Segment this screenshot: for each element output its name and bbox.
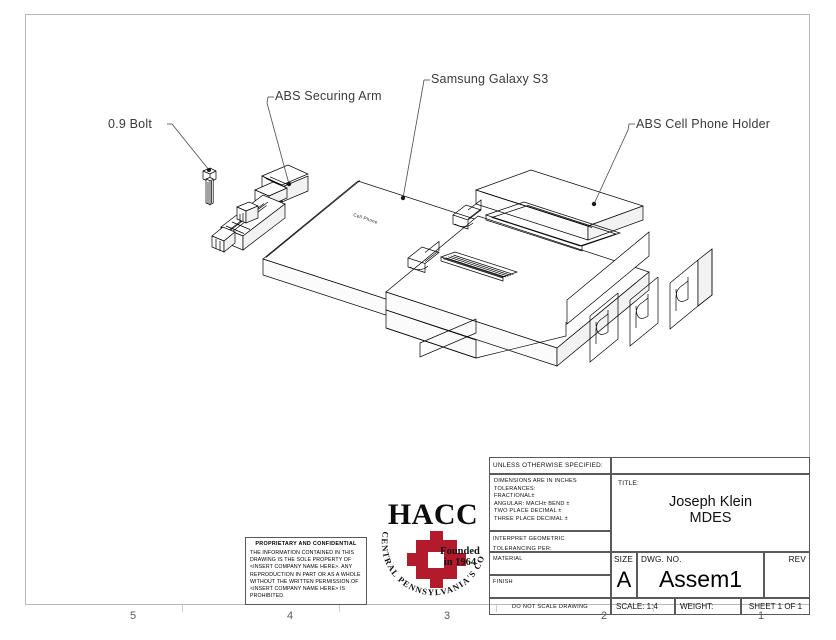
tb-dwgno-label: DWG. NO. (641, 555, 682, 564)
tb-dwgno-value: Assem1 (658, 566, 743, 592)
hacc-logo: CENTRAL PENNSYLVANIA'S COMMUNITY COLLEGE… (372, 482, 485, 597)
tb-tolerance-line-6: THREE PLACE DECIMAL ± (494, 515, 568, 522)
tb-finish-label: FINISH (493, 579, 513, 585)
tb-size-value: A (616, 567, 632, 592)
tb-tolerance-line-4: ANGULAR: MACH± BEND ± (494, 500, 570, 507)
tb-do-not-scale-label: DO NOT SCALE DRAWING (512, 603, 588, 610)
proprietary-heading: PROPRIETARY AND CONFIDENTIAL (255, 541, 357, 547)
tb-tolerance-line-5: TWO PLACE DECIMAL ± (494, 508, 562, 515)
zone-tick-3 (496, 605, 497, 612)
tb-sheet-cell: SHEET 1 OF 1 (741, 598, 810, 615)
tb-size-label: SIZE (614, 555, 633, 564)
tb-title-cell: TITLE: Joseph Klein MDES (611, 474, 810, 552)
zone-number-3: 3 (443, 610, 451, 622)
callout-label-holder: ABS Cell Phone Holder (636, 117, 771, 131)
tb-finish-cell: FINISH (489, 575, 611, 598)
proprietary-notice-block: PROPRIETARY AND CONFIDENTIAL THE INFORMA… (245, 537, 367, 605)
tb-title-line2: MDES (689, 510, 732, 526)
tb-weight-label: WEIGHT: (680, 602, 714, 611)
zone-number-5: 5 (129, 610, 137, 622)
zone-number-4: 4 (286, 610, 294, 622)
tb-interpret-line2: TOLERANCING PER: (493, 546, 552, 552)
title-block: UNLESS OTHERWISE SPECIFIED: DIMENSIONS A… (489, 457, 810, 615)
tb-unless-specified-label: UNLESS OTHERWISE SPECIFIED: (493, 462, 603, 469)
tb-material-label: MATERIAL (493, 556, 523, 562)
zone-tick-2 (339, 605, 340, 612)
drawing-border-frame (25, 14, 810, 605)
hacc-founded-line2: in 1964 (444, 557, 477, 568)
hacc-wordmark: HACC (388, 498, 478, 531)
tb-interpret-line1: INTERPRET GEOMETRIC (493, 536, 565, 542)
tb-material-value (490, 565, 610, 567)
callout-label-securing-arm: ABS Securing Arm (275, 89, 382, 103)
tb-title-line1: Joseph Klein (668, 494, 753, 510)
tb-tolerances-cell: DIMENSIONS ARE IN INCHES TOLERANCES: FRA… (489, 474, 611, 531)
tb-blank-top-cell (611, 457, 810, 474)
zone-tick-1 (182, 605, 183, 612)
tb-tolerance-line-2: TOLERANCES: (494, 485, 536, 492)
tb-do-not-scale-cell: DO NOT SCALE DRAWING (489, 598, 611, 615)
tb-tolerance-line-1: DIMENSIONS ARE IN INCHES (494, 478, 577, 484)
zone-number-1: 1 (757, 610, 765, 622)
tb-rev-cell: REV (764, 552, 810, 598)
tb-dwgno-cell: DWG. NO. Assem1 (637, 552, 764, 598)
tb-size-cell: SIZE A (611, 552, 637, 598)
tb-interpret-cell: INTERPRET GEOMETRIC TOLERANCING PER: (489, 531, 611, 552)
zone-number-2: 2 (600, 610, 608, 622)
zone-tick-4 (653, 605, 654, 612)
tb-tolerance-line-3: FRACTIONAL± (494, 493, 535, 500)
tb-scale-cell: SCALE: 1:4 (611, 598, 675, 615)
hacc-founded-line1: Founded (440, 546, 480, 557)
tb-sheet-label: SHEET 1 OF 1 (748, 602, 803, 611)
tb-finish-value (490, 588, 610, 590)
proprietary-body: THE INFORMATION CONTAINED IN THIS DRAWIN… (250, 550, 361, 600)
tb-unless-specified-cell: UNLESS OTHERWISE SPECIFIED: (489, 457, 611, 474)
tb-material-cell: MATERIAL (489, 552, 611, 575)
tb-rev-label: REV (788, 555, 806, 564)
callout-label-bolt: 0.9 Bolt (108, 117, 152, 131)
tb-weight-cell: WEIGHT: (675, 598, 741, 615)
tb-scale-label: SCALE: 1:4 (616, 602, 658, 611)
tb-title-label: TITLE: (618, 480, 639, 487)
callout-label-phone: Samsung Galaxy S3 (431, 72, 549, 86)
